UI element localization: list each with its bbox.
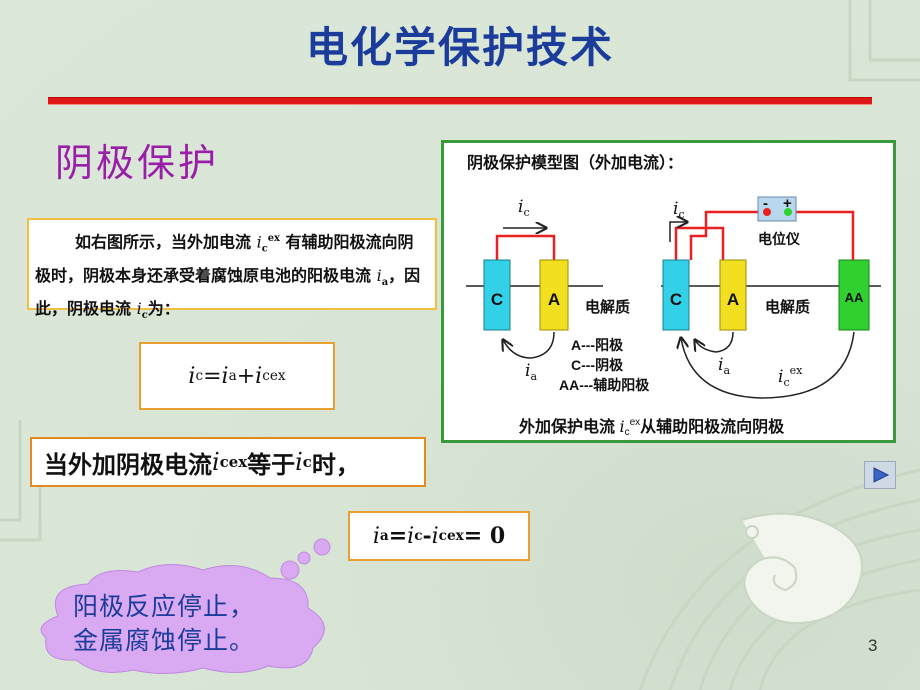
wire-left bbox=[495, 234, 556, 260]
sub-a: a bbox=[228, 368, 237, 384]
cloud-body bbox=[40, 563, 325, 675]
para-text-1: 如右图所示，当外加电流 bbox=[75, 232, 257, 252]
wire-right-long bbox=[689, 210, 855, 260]
equals-sign: = bbox=[388, 523, 408, 549]
var-i: i bbox=[372, 523, 380, 549]
current-arrow-ia-left bbox=[503, 331, 555, 359]
diagram-caption: 外加保护电流 icex从辅助阳极流向阴极 bbox=[518, 417, 785, 438]
label-ic-right: ic bbox=[673, 199, 685, 221]
electrolyte-label-right: 电解质 bbox=[765, 298, 810, 316]
title-divider bbox=[48, 97, 872, 105]
var-i: i bbox=[136, 298, 142, 318]
legend-anode: A---阳极 bbox=[571, 337, 624, 353]
page-number: 3 bbox=[868, 636, 878, 655]
section-heading: 阴极保护 bbox=[55, 141, 220, 185]
cathode-electrode-left bbox=[483, 259, 511, 331]
explanation-paragraph: 如右图所示，当外加电流 icex 有辅助阳极流向阴极时，阴极本身还承受着腐蚀原电… bbox=[27, 218, 437, 321]
cloud-bubble-small bbox=[313, 538, 331, 556]
sub-c: c bbox=[195, 368, 204, 384]
meter-minus-terminal bbox=[763, 208, 771, 216]
var-i: i bbox=[255, 363, 263, 389]
sup-ex: ex bbox=[446, 528, 464, 544]
var-i: i bbox=[431, 523, 439, 549]
current-arrow-ic-right bbox=[669, 222, 687, 242]
var-i: i bbox=[407, 523, 415, 549]
var-i: i bbox=[188, 363, 196, 389]
var-i: i bbox=[295, 448, 303, 476]
cathodic-protection-diagram: 阴极保护模型图（外加电流）： ic C A 电解质 ia A---阳极 C---… bbox=[441, 140, 896, 443]
equals-sign: = bbox=[203, 363, 222, 389]
aux-anode-electrode bbox=[838, 259, 870, 331]
sub-c: c bbox=[262, 368, 270, 384]
sub-c: c bbox=[302, 453, 312, 471]
thought-cloud bbox=[40, 538, 331, 675]
anode-electrode-right bbox=[719, 259, 747, 331]
sup-ex: ex bbox=[269, 368, 286, 384]
equation-result: = 0 bbox=[463, 523, 506, 549]
var-i: i bbox=[221, 363, 229, 389]
meter-plus-label: + bbox=[783, 195, 792, 212]
meter-plus-terminal bbox=[784, 208, 792, 216]
sub-c: c bbox=[414, 528, 423, 544]
cathode-label-left: C bbox=[491, 290, 503, 309]
para-text-4: 为： bbox=[147, 298, 180, 318]
condition-text-2: 等于 bbox=[247, 449, 296, 479]
electrolyte-label-left: 电解质 bbox=[585, 298, 630, 316]
para-text-3: ，因此，阴极电流 bbox=[35, 265, 421, 318]
dragon-ornament-icon bbox=[741, 512, 863, 624]
sub-c: c bbox=[219, 453, 229, 471]
para-text-2: 有辅助阳极流向阴极时，阴极本身还承受着腐蚀原电池的阳极电流 bbox=[35, 232, 414, 285]
anode-label-right: A bbox=[727, 290, 739, 309]
legend-aux-anode: AA---辅助阳极 bbox=[559, 377, 650, 393]
cloud-text: 阳极反应停止， 金属腐蚀停止。 bbox=[73, 590, 255, 658]
potentiometer-label: 电位仪 bbox=[758, 231, 801, 247]
next-slide-button[interactable] bbox=[864, 461, 896, 489]
legend-cathode: C---阴极 bbox=[571, 357, 624, 373]
var-i: i bbox=[212, 448, 220, 476]
condition-text-1: 当外加阴极电流 bbox=[44, 449, 212, 479]
aux-anode-label: AA bbox=[845, 290, 864, 305]
cloud-bubble-tiny bbox=[297, 551, 311, 565]
sub-c: c bbox=[141, 309, 148, 321]
cloud-line-1: 阳极反应停止， bbox=[73, 592, 256, 621]
anode-label-left: A bbox=[548, 290, 560, 309]
anode-electrode-left bbox=[539, 259, 569, 331]
sup-ex: ex bbox=[267, 233, 280, 244]
label-ia-right: ia bbox=[718, 355, 730, 377]
condition-text-3: 时， bbox=[311, 449, 360, 479]
cathode-label-right: C bbox=[670, 290, 682, 309]
meter-minus-label: - bbox=[763, 195, 768, 212]
label-ic-left: ic bbox=[518, 197, 530, 219]
cloud-bubble-mid bbox=[280, 560, 300, 580]
current-arrow-icex bbox=[681, 331, 855, 399]
diagram-heading: 阴极保护模型图（外加电流）： bbox=[467, 153, 683, 172]
plus-sign: + bbox=[236, 363, 256, 389]
var-i: i bbox=[376, 265, 382, 285]
label-icex: icex bbox=[778, 364, 803, 389]
minus-sign: - bbox=[422, 523, 432, 549]
slide-title: 电化学保护技术 bbox=[305, 23, 614, 72]
label-ia-left: ia bbox=[525, 361, 537, 383]
wire-right-short bbox=[674, 226, 725, 260]
sub-a: a bbox=[381, 276, 389, 288]
current-arrow-ia-right bbox=[695, 331, 734, 353]
cathode-electrode-right bbox=[662, 259, 690, 331]
sub-c: c bbox=[438, 528, 447, 544]
play-next-icon bbox=[873, 467, 890, 483]
sub-c: c bbox=[261, 243, 268, 255]
sub-a: a bbox=[379, 528, 389, 544]
var-i: i bbox=[256, 232, 262, 252]
cloud-line-2: 金属腐蚀停止。 bbox=[73, 626, 256, 655]
sup-ex: ex bbox=[228, 453, 248, 471]
